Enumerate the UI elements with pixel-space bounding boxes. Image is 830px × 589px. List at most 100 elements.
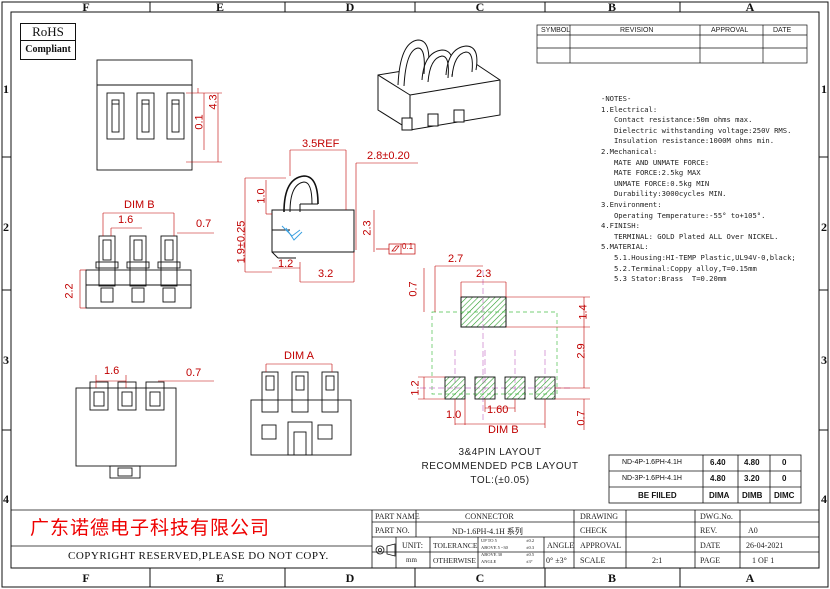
- dim-table-footer-b: DIMB: [742, 491, 763, 500]
- dim-table-footer-c: DIMC: [774, 491, 795, 500]
- part-name-label: PART NAME: [375, 512, 420, 521]
- page-label: PAGE: [700, 556, 721, 565]
- dim-1-6-bottom: 1.6: [104, 365, 120, 377]
- zone-col-d-top: D: [345, 0, 355, 14]
- dim-table-footer-a: DIMA: [709, 491, 730, 500]
- zone-col-b-top: B: [607, 0, 616, 14]
- dim-table-row-1-a: 6.40: [710, 458, 726, 467]
- zone-row-2-left: 2: [3, 220, 9, 234]
- rohs-title: RoHS: [21, 24, 75, 41]
- top-view-3pin: [85, 235, 192, 309]
- note-line: 5.MATERIAL:: [601, 242, 649, 252]
- zone-row-2-right: 2: [821, 220, 827, 234]
- dim-b-label-top: DIM B: [124, 199, 155, 211]
- bottom-view-3pin: [75, 381, 177, 479]
- dim-0-7-bottom: 0.7: [186, 367, 202, 379]
- pcb-title-line2: RECOMMENDED PCB LAYOUT: [421, 461, 579, 472]
- dim-1-60: 1.60: [487, 404, 509, 416]
- projection-symbol: [375, 543, 396, 557]
- dim-table-row-2-a: 4.80: [710, 474, 726, 483]
- zone-col-f-bottom: F: [82, 571, 90, 585]
- tol-value-3: ±0.5: [526, 552, 535, 557]
- dwg-no-label: DWG.No.: [700, 512, 733, 521]
- angle-value: 0° ±3°: [546, 556, 567, 565]
- zone-row-1-right: 1: [821, 82, 827, 96]
- note-line: MATE FORCE:2.5kg MAX: [601, 168, 701, 178]
- dim-3-2: 3.2: [318, 268, 334, 280]
- title-block-lines: [11, 509, 819, 568]
- pcb-title-line1: 3&4PIN LAYOUT: [458, 447, 542, 458]
- pcb-title-line3: TOL:(±0.05): [470, 475, 530, 486]
- drawing-label: DRAWING: [580, 512, 619, 521]
- note-line: UNMATE FORCE:0.5kg MIN: [601, 178, 710, 188]
- note-line: 5.3 Stator:Brass T=0.20mm: [601, 274, 727, 284]
- note-line: 5.1.Housing:HI-TEMP Plastic,UL94V-0,blac…: [601, 252, 796, 262]
- note-line: 4.FINISH:: [601, 221, 640, 231]
- zone-row-4-left: 4: [3, 492, 9, 506]
- front-view-3pin: [250, 371, 352, 456]
- unit-label: UNIT:: [402, 541, 423, 550]
- front-view-small: [96, 59, 193, 171]
- scale-value: 2:1: [652, 556, 663, 565]
- copyright-notice: COPYRIGHT RESERVED,PLEASE DO NOT COPY.: [68, 550, 329, 562]
- rev-revision-header: REVISION: [620, 27, 654, 34]
- rev-label: REV.: [700, 526, 717, 535]
- dim-0-7-pcb-right: 0.7: [575, 410, 588, 426]
- check-label: CHECK: [580, 526, 608, 535]
- zone-col-a-bottom: A: [745, 571, 755, 585]
- dim-2-2: 2.2: [63, 283, 76, 299]
- part-no-label: PART NO.: [375, 526, 410, 535]
- dim-3-5ref: 3.5REF: [302, 138, 340, 150]
- dim-table-lines: [608, 454, 802, 504]
- zone-col-c-top: C: [475, 0, 485, 14]
- dim-b-label-pcb: DIM B: [488, 424, 519, 436]
- note-line: Contact resistance:50m ohms max.: [601, 115, 753, 125]
- note-line: 2.Mechanical:: [601, 146, 658, 156]
- zone-col-f-top: F: [82, 0, 90, 14]
- rohs-badge: RoHS Compliant: [20, 23, 76, 60]
- zone-col-c-bottom: C: [475, 571, 485, 585]
- part-name-value: CONNECTOR: [465, 512, 514, 521]
- dim-0-7-top: 0.7: [196, 218, 212, 230]
- iso-view: [377, 39, 501, 131]
- revision-table: [536, 24, 808, 64]
- otherwise-label: OTHERWISE: [433, 556, 476, 565]
- zone-row-3-left: 3: [3, 353, 9, 367]
- approval-label: APPROVAL: [580, 541, 622, 550]
- dim-4-3: 4.3: [207, 94, 220, 110]
- dim-a-label: DIM A: [284, 350, 314, 362]
- note-line: 5.2.Terminal:Coppy alloy,T=0.15mm: [601, 263, 757, 273]
- dim-1-0-pcb: 1.0: [446, 409, 462, 421]
- zone-col-a-top: A: [745, 0, 755, 14]
- note-line: Insulation resistance:1000M ohms min.: [601, 136, 775, 146]
- dim-2-7: 2.7: [448, 253, 464, 265]
- rev-symbol-header: SYMBOL: [541, 27, 571, 34]
- flatness-value: 0.1: [402, 242, 414, 251]
- note-line: Durability:3000cycles MIN.: [601, 189, 727, 199]
- note-line: Operating Temperature:-55° to+105°.: [601, 210, 766, 220]
- dim-1-4: 1.4: [577, 304, 590, 320]
- dim-table-row-1-pn: ND-4P-1.6PH-4.1H: [622, 459, 682, 466]
- dim-0-1: 0.1: [193, 114, 206, 130]
- tol-range-3: ABOVE 30: [481, 552, 503, 557]
- flatness-symbol: [376, 243, 416, 255]
- page-value: 1 OF 1: [752, 556, 775, 565]
- zone-row-1-left: 1: [3, 82, 9, 96]
- angle-label: ANGLE: [547, 541, 575, 550]
- dim-2-3-side: 2.3: [361, 220, 374, 236]
- note-line: 3.Environment:: [601, 199, 662, 209]
- zone-row-3-right: 3: [821, 353, 827, 367]
- pcb-layout: [420, 270, 570, 420]
- dim-1-9: 1.9±0.25: [235, 220, 248, 264]
- tol-range-4: ANGLE: [481, 559, 497, 564]
- date-value: 26-04-2021: [746, 541, 784, 550]
- scale-label: SCALE: [580, 556, 606, 565]
- dim-1-2-pcb: 1.2: [409, 380, 422, 396]
- note-line: Dielectric withstanding voltage:250V RMS…: [601, 125, 792, 135]
- dim-table-row-2-pn: ND-3P-1.6PH-4.1H: [622, 475, 682, 482]
- dim-1-6-top: 1.6: [118, 214, 134, 226]
- part-no-value: ND-1.6PH-4.1H 系列: [452, 527, 523, 536]
- notes-block: -NOTES-1.Electrical: Contact resistance:…: [601, 94, 796, 285]
- dim-table-row-2-b: 3.20: [744, 474, 760, 483]
